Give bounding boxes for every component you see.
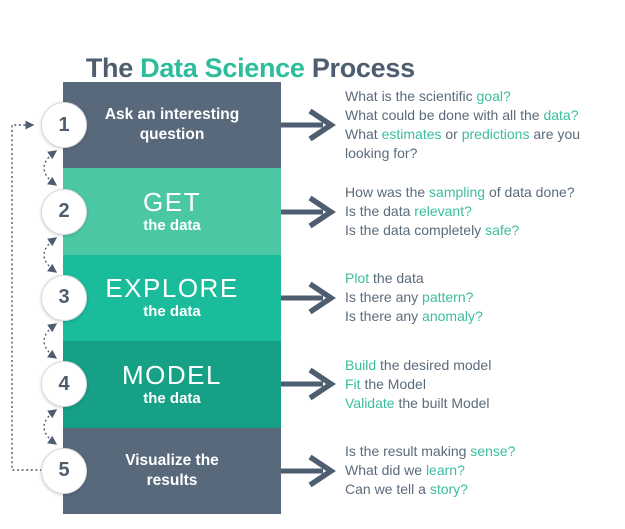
annotation-text: Is there any bbox=[345, 289, 423, 306]
annotation-highlight: learn? bbox=[425, 462, 465, 479]
step-arrow-icon bbox=[281, 195, 336, 228]
step-arrow-icon bbox=[281, 281, 336, 315]
annotation-highlight: predictions bbox=[461, 126, 530, 143]
annotation-line: Is there any pattern? bbox=[345, 288, 620, 307]
annotation-highlight: Fit bbox=[345, 375, 361, 392]
annotation-highlight: safe? bbox=[485, 222, 520, 239]
annotation-line: Build the desired model bbox=[345, 356, 620, 375]
box-label-line: Ask an interesting bbox=[104, 106, 240, 124]
annotation-text: the data bbox=[369, 270, 424, 287]
annotation-line: Fit the Model bbox=[345, 375, 620, 394]
annotation-highlight: estimates bbox=[381, 126, 442, 143]
annotation-line: What did we learn? bbox=[345, 461, 620, 480]
annotation-highlight: sampling bbox=[429, 184, 486, 201]
annotation-line: What estimates or predictions are you bbox=[345, 125, 620, 144]
annotation-line: Plot the data bbox=[345, 269, 620, 288]
annotation-text: What could be done with all the bbox=[345, 107, 544, 124]
annotation-text: What is the scientific bbox=[345, 88, 477, 105]
annotation-line: How was the sampling of data done? bbox=[345, 183, 620, 202]
annotation-highlight: story? bbox=[429, 481, 468, 498]
step-arrow-icon bbox=[281, 368, 336, 401]
annotation-line: Is the data completely safe? bbox=[345, 221, 620, 240]
box-title: GET bbox=[143, 187, 201, 218]
step-number: 3 bbox=[58, 286, 70, 309]
step-row-1: Ask an interesting question 1 What is the s… bbox=[0, 82, 625, 169]
annotation-text: What did we bbox=[345, 462, 426, 479]
box-title: MODEL bbox=[122, 359, 222, 390]
annotation-text: Can we tell a bbox=[345, 481, 430, 498]
annotation-highlight: data? bbox=[543, 107, 579, 124]
step-annotation-1: What is the scientific goal?What could b… bbox=[345, 82, 620, 168]
step-number: 4 bbox=[58, 372, 70, 395]
annotation-text: of data done? bbox=[485, 184, 575, 201]
annotation-text: Is the data completely bbox=[345, 222, 486, 239]
annotation-text: the Model bbox=[360, 375, 426, 392]
box-subtitle: the data bbox=[143, 217, 201, 235]
annotation-line: Is the result making sense? bbox=[345, 442, 620, 461]
annotation-highlight: sense? bbox=[470, 443, 516, 460]
title-suffix: Process bbox=[304, 53, 415, 83]
step-box-5: Visualize the results bbox=[63, 427, 281, 514]
annotation-highlight: Build bbox=[345, 356, 377, 373]
box-label-line: results bbox=[146, 471, 198, 489]
annotation-text: looking for? bbox=[345, 145, 418, 162]
annotation-line: What is the scientific goal? bbox=[345, 87, 620, 106]
annotation-line: Is there any anomaly? bbox=[345, 307, 620, 326]
box-subtitle: the data bbox=[143, 303, 201, 321]
annotation-text: the built Model bbox=[394, 394, 490, 411]
annotation-highlight: Plot bbox=[345, 270, 370, 287]
step-number: 5 bbox=[58, 459, 70, 482]
box-label-line: question bbox=[139, 126, 205, 144]
step-arrow-icon bbox=[281, 454, 336, 488]
box-title: EXPLORE bbox=[105, 273, 239, 304]
step-row-5: Visualize the results 5 Is the result makin… bbox=[0, 427, 625, 514]
box-subtitle: the data bbox=[143, 389, 201, 407]
annotation-text: or bbox=[441, 126, 462, 143]
annotation-line: What could be done with all the data? bbox=[345, 106, 620, 125]
annotation-highlight: anomaly? bbox=[422, 308, 483, 325]
annotation-text: are you bbox=[529, 126, 581, 143]
step-annotation-5: Is the result making sense?What did we l… bbox=[345, 428, 620, 514]
step-circle-2: 2 bbox=[41, 188, 87, 235]
annotation-text: Is the data bbox=[345, 203, 415, 220]
annotation-text: the desired model bbox=[376, 356, 492, 373]
annotation-line: looking for? bbox=[345, 144, 620, 163]
annotation-line: Validate the built Model bbox=[345, 394, 620, 413]
step-circle-5: 5 bbox=[41, 447, 87, 494]
annotation-highlight: relevant? bbox=[414, 203, 472, 220]
annotation-highlight: Validate bbox=[345, 394, 395, 411]
step-number: 2 bbox=[58, 200, 70, 223]
step-circle-3: 3 bbox=[41, 274, 87, 321]
annotation-highlight: pattern? bbox=[422, 289, 474, 306]
annotation-line: Is the data relevant? bbox=[345, 202, 620, 221]
step-box-1: Ask an interesting question bbox=[63, 82, 281, 169]
annotation-text: How was the bbox=[345, 184, 430, 201]
annotation-text: Is there any bbox=[345, 308, 423, 325]
step-circle-1: 1 bbox=[41, 102, 87, 149]
page-title: The Data Science Process bbox=[57, 22, 415, 115]
annotation-line: Can we tell a story? bbox=[345, 480, 620, 499]
annotation-highlight: goal? bbox=[476, 88, 511, 105]
annotation-text: Is the result making bbox=[345, 443, 471, 460]
annotation-text: What bbox=[345, 126, 382, 143]
step-number: 1 bbox=[58, 113, 70, 136]
step-annotation-2: How was the sampling of data done?Is the… bbox=[345, 168, 620, 254]
title-prefix: The bbox=[85, 53, 141, 83]
box-label-line: Visualize the bbox=[125, 451, 219, 469]
title-highlight: Data Science bbox=[140, 53, 305, 83]
step-circle-4: 4 bbox=[41, 361, 87, 408]
step-arrow-icon bbox=[281, 108, 336, 142]
